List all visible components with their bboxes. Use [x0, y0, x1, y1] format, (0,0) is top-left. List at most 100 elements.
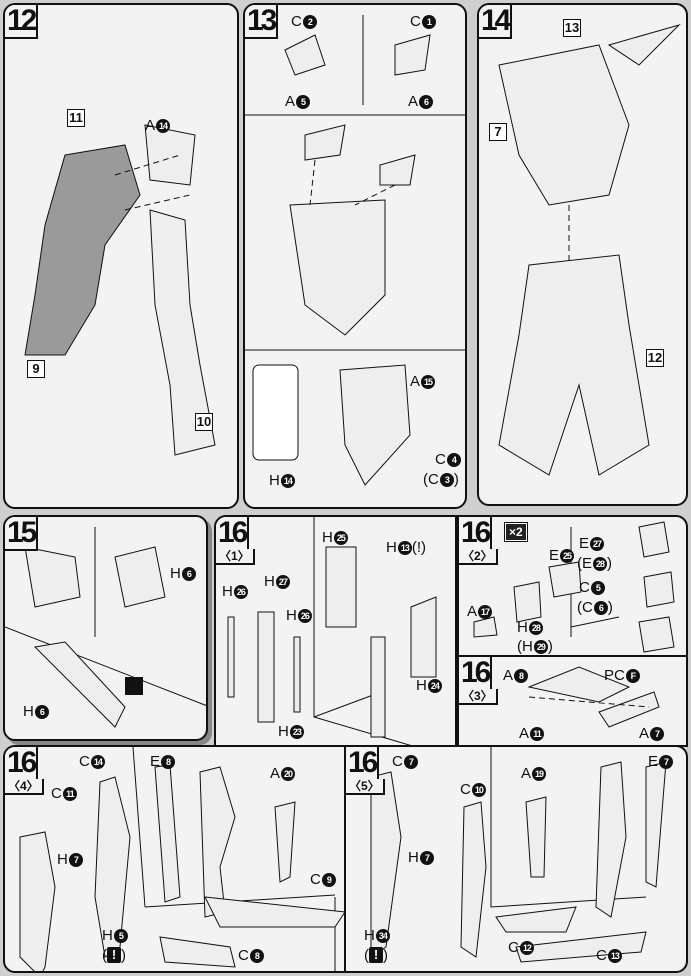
part-runner-letter: C [310, 871, 321, 888]
part-runner-letter: H [264, 573, 275, 590]
part-number: 26 [297, 609, 312, 623]
label-prefix: ( [102, 947, 107, 964]
part-runner-letter: C [596, 947, 607, 964]
step-reference-callout: 9 [27, 360, 45, 378]
part-number: 7 [650, 727, 665, 741]
part-runner-letter: H [222, 583, 233, 600]
part-runner-letter: C [508, 939, 519, 956]
part-runner-letter: C [410, 13, 421, 30]
part-number: 19 [532, 767, 547, 781]
caution-icon: ! [369, 947, 383, 963]
step-number: 16 [5, 747, 39, 781]
part-number: 5 [113, 929, 128, 943]
part-illustration [370, 747, 667, 963]
part-number: 4 [446, 453, 461, 467]
part-number: 14 [156, 119, 171, 133]
part-number: 27 [275, 575, 290, 589]
part-number: 5 [590, 581, 605, 595]
label-suffix: ) [453, 471, 459, 488]
part-runner-letter: E [582, 555, 593, 572]
part-number: 28 [593, 557, 608, 571]
substep-number: 〈4〉 [5, 779, 44, 795]
part-runner-letter: PC [604, 667, 625, 684]
part-number: 23 [289, 725, 304, 739]
part-runner-letter: E [150, 753, 161, 770]
caution-icon: ! [107, 947, 121, 963]
part-illustration [473, 521, 675, 653]
part-runner-letter: H [57, 851, 68, 868]
part-number: 11 [530, 727, 545, 741]
part-number: 25 [560, 549, 575, 563]
step-number: 13 [245, 5, 279, 39]
part-runner-letter: C [435, 451, 446, 468]
part-runner-letter: H [286, 607, 297, 624]
part-runner-letter: H [408, 849, 419, 866]
part-number: 34 [375, 929, 390, 943]
label-prefix: ( [577, 555, 582, 572]
part-number: 5 [296, 95, 311, 109]
part-number: 8 [514, 669, 529, 683]
label-suffix: ) [607, 599, 613, 616]
part-runner-letter: C [460, 781, 471, 798]
step-number: 15 [5, 517, 39, 551]
part-number: 29 [533, 640, 548, 654]
part-runner-letter: H [416, 677, 427, 694]
quantity-badge: ×2 [504, 522, 528, 542]
part-runner-letter: H [322, 529, 333, 546]
part-number: 26 [233, 585, 248, 599]
part-number: 14 [280, 474, 295, 488]
label-prefix: ( [577, 599, 582, 616]
part-number: 25 [333, 531, 348, 545]
part-illustration [227, 517, 437, 745]
part-number: 7 [419, 851, 434, 865]
part-runner-letter: A [410, 373, 421, 390]
step-reference-callout: 13 [563, 19, 581, 37]
part-runner-letter: E [579, 535, 590, 552]
part-runner-letter: C [579, 579, 590, 596]
part-illustration [245, 15, 465, 486]
part-illustration [527, 666, 660, 728]
substep-number: 〈1〉 [216, 549, 255, 565]
part-runner-letter: H [386, 539, 397, 556]
part-runner-letter: A [639, 725, 650, 742]
part-runner-letter: A [270, 765, 281, 782]
part-runner-letter: E [549, 547, 560, 564]
part-runner-letter: H [522, 638, 533, 655]
part-number: 17 [478, 605, 493, 619]
part-runner-letter: H [517, 619, 528, 636]
step-number: 16 [459, 517, 493, 551]
part-number: 20 [281, 767, 296, 781]
part-runner-letter: H [269, 472, 280, 489]
part-runner-letter: A [503, 667, 514, 684]
label-prefix: ( [517, 638, 522, 655]
part-runner-letter: A [408, 93, 419, 110]
step-number: 16 [346, 747, 380, 781]
step-reference-callout: 10 [195, 413, 213, 431]
step-number: 14 [479, 5, 513, 39]
substep-number: 〈3〉 [459, 689, 498, 705]
part-number: 8 [161, 755, 176, 769]
step-reference-callout: 12 [646, 349, 664, 367]
part-number: 2 [302, 15, 317, 29]
part-number: 1 [421, 15, 436, 29]
